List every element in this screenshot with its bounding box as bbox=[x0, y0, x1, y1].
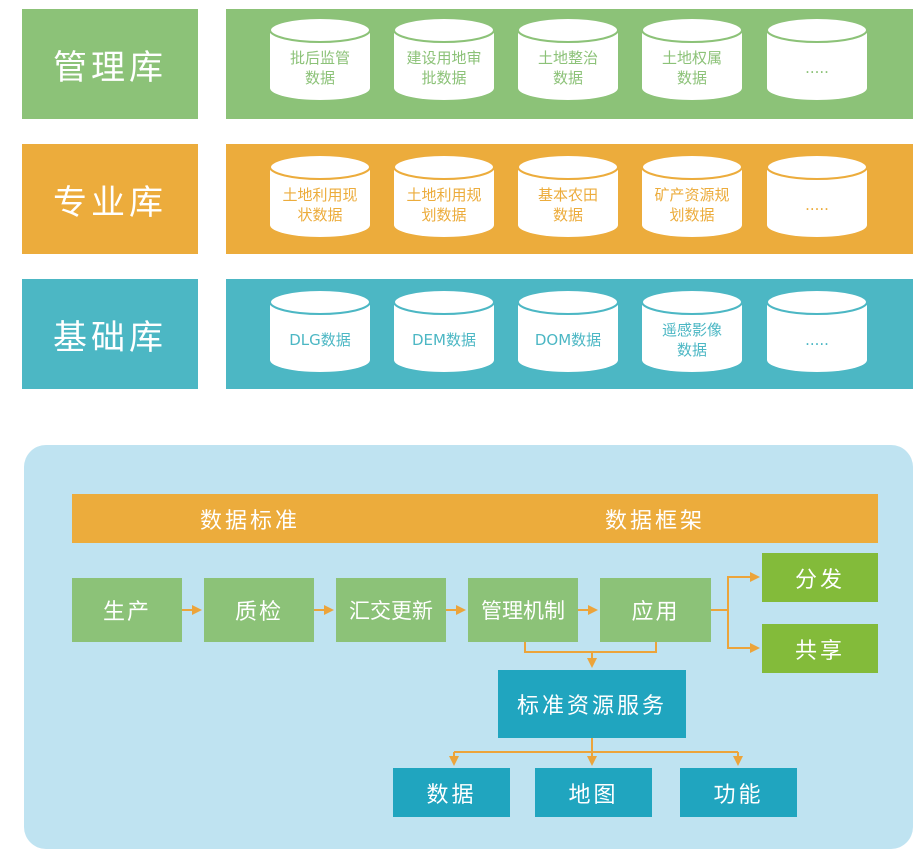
basic-database-cylinder: DLG数据 bbox=[268, 288, 372, 374]
database-icon bbox=[269, 154, 371, 237]
professional-database-cylinder: 土地利用规划数据 bbox=[392, 153, 496, 239]
database-label: 土地利用规划数据 bbox=[396, 177, 492, 233]
management-database-cylinder: 批后监管数据 bbox=[268, 16, 372, 102]
database-label: 批后监管数据 bbox=[272, 40, 368, 96]
professional-database-cylinder: 矿产资源规划数据 bbox=[640, 153, 744, 239]
database-icon bbox=[269, 17, 371, 100]
arrow-application-to-outputs bbox=[711, 572, 760, 611]
database-label-line2: 数据 bbox=[552, 69, 583, 87]
management-database-cylinder: ..... bbox=[765, 16, 869, 102]
database-label-line2: 状数据 bbox=[297, 206, 343, 224]
arrow-to-service bbox=[524, 642, 657, 653]
database-label-line2: 数据 bbox=[676, 341, 707, 359]
output-distribute: 分发 bbox=[762, 553, 878, 602]
database-label-line2: 数据 bbox=[676, 69, 707, 87]
service-output-map: 地图 bbox=[535, 768, 652, 817]
database-label-line1: 土地整治 bbox=[537, 49, 598, 67]
data-framework-label: 数据框架 bbox=[605, 508, 706, 534]
database-label: 土地整治数据 bbox=[520, 40, 616, 96]
professional-database-cylinder: 土地利用现状数据 bbox=[268, 153, 372, 239]
database-label: 土地利用现状数据 bbox=[272, 177, 368, 233]
database-label-line1: DOM数据 bbox=[534, 331, 602, 349]
professional-library-label: 专业库 bbox=[22, 144, 198, 254]
database-label: 土地权属数据 bbox=[644, 40, 740, 96]
management-library-label: 管理库 bbox=[22, 9, 198, 119]
process-application: 应用 bbox=[600, 578, 711, 642]
database-label-line1: DEM数据 bbox=[412, 331, 476, 349]
database-label-line1: ..... bbox=[805, 59, 829, 77]
database-icon bbox=[393, 154, 495, 237]
database-icon bbox=[517, 154, 619, 237]
process-production: 生产 bbox=[72, 578, 182, 642]
database-icon bbox=[517, 289, 619, 372]
process-inspection: 质检 bbox=[204, 578, 314, 642]
database-label: 遥感影像数据 bbox=[644, 312, 740, 368]
data-standard-label: 数据标准 bbox=[200, 508, 301, 534]
process-management-mechanism: 管理机制 bbox=[468, 578, 578, 642]
professional-database-cylinder: ..... bbox=[765, 153, 869, 239]
database-icon bbox=[641, 17, 743, 100]
database-label-line1: ..... bbox=[805, 196, 829, 214]
database-icon bbox=[641, 289, 743, 372]
output-share: 共享 bbox=[762, 624, 878, 673]
arrow-application-to-share bbox=[727, 610, 760, 653]
database-label-line2: 数据 bbox=[552, 206, 583, 224]
database-icon bbox=[641, 154, 743, 237]
service-output-data: 数据 bbox=[393, 768, 510, 817]
database-icon bbox=[393, 289, 495, 372]
database-label-line1: ..... bbox=[805, 331, 829, 349]
database-label: 基本农田数据 bbox=[520, 177, 616, 233]
database-label-line1: 基本农田 bbox=[537, 186, 598, 204]
database-label-line2: 划数据 bbox=[669, 206, 715, 224]
database-label: DEM数据 bbox=[396, 312, 492, 368]
database-icon bbox=[269, 289, 371, 372]
database-icon bbox=[766, 154, 868, 237]
professional-database-cylinder: 基本农田数据 bbox=[516, 153, 620, 239]
database-label-line2: 数据 bbox=[304, 69, 335, 87]
database-icon bbox=[766, 17, 868, 100]
management-database-cylinder: 土地权属数据 bbox=[640, 16, 744, 102]
database-label-line2: 批数据 bbox=[421, 69, 467, 87]
database-label-line1: DLG数据 bbox=[289, 331, 351, 349]
database-label-line1: 土地利用规 bbox=[406, 186, 482, 204]
database-label-line2: 划数据 bbox=[421, 206, 467, 224]
database-label: ..... bbox=[769, 177, 865, 233]
basic-database-cylinder: DOM数据 bbox=[516, 288, 620, 374]
database-icon bbox=[517, 17, 619, 100]
data-standard-bar: 数据标准 数据框架 bbox=[72, 494, 878, 543]
database-label-line1: 土地权属 bbox=[661, 49, 722, 67]
database-label: DOM数据 bbox=[520, 312, 616, 368]
database-icon bbox=[393, 17, 495, 100]
database-label: ..... bbox=[769, 40, 865, 96]
database-icon bbox=[766, 289, 868, 372]
process-submit-update: 汇交更新 bbox=[336, 578, 446, 642]
database-label-line1: 批后监管 bbox=[289, 49, 350, 67]
database-label: 矿产资源规划数据 bbox=[644, 177, 740, 233]
database-label: DLG数据 bbox=[272, 312, 368, 368]
database-label: 建设用地审批数据 bbox=[396, 40, 492, 96]
management-database-cylinder: 建设用地审批数据 bbox=[392, 16, 496, 102]
database-label-line1: 建设用地审 bbox=[406, 49, 482, 67]
standard-resource-service: 标准资源服务 bbox=[498, 670, 686, 738]
basic-database-cylinder: 遥感影像数据 bbox=[640, 288, 744, 374]
database-label-line1: 矿产资源规 bbox=[654, 186, 730, 204]
database-label-line1: 土地利用现 bbox=[282, 186, 358, 204]
service-output-function: 功能 bbox=[680, 768, 797, 817]
management-database-cylinder: 土地整治数据 bbox=[516, 16, 620, 102]
basic-database-cylinder: DEM数据 bbox=[392, 288, 496, 374]
database-label: ..... bbox=[769, 312, 865, 368]
basic-database-cylinder: ..... bbox=[765, 288, 869, 374]
database-label-line1: 遥感影像 bbox=[661, 321, 722, 339]
basic-library-label: 基础库 bbox=[22, 279, 198, 389]
